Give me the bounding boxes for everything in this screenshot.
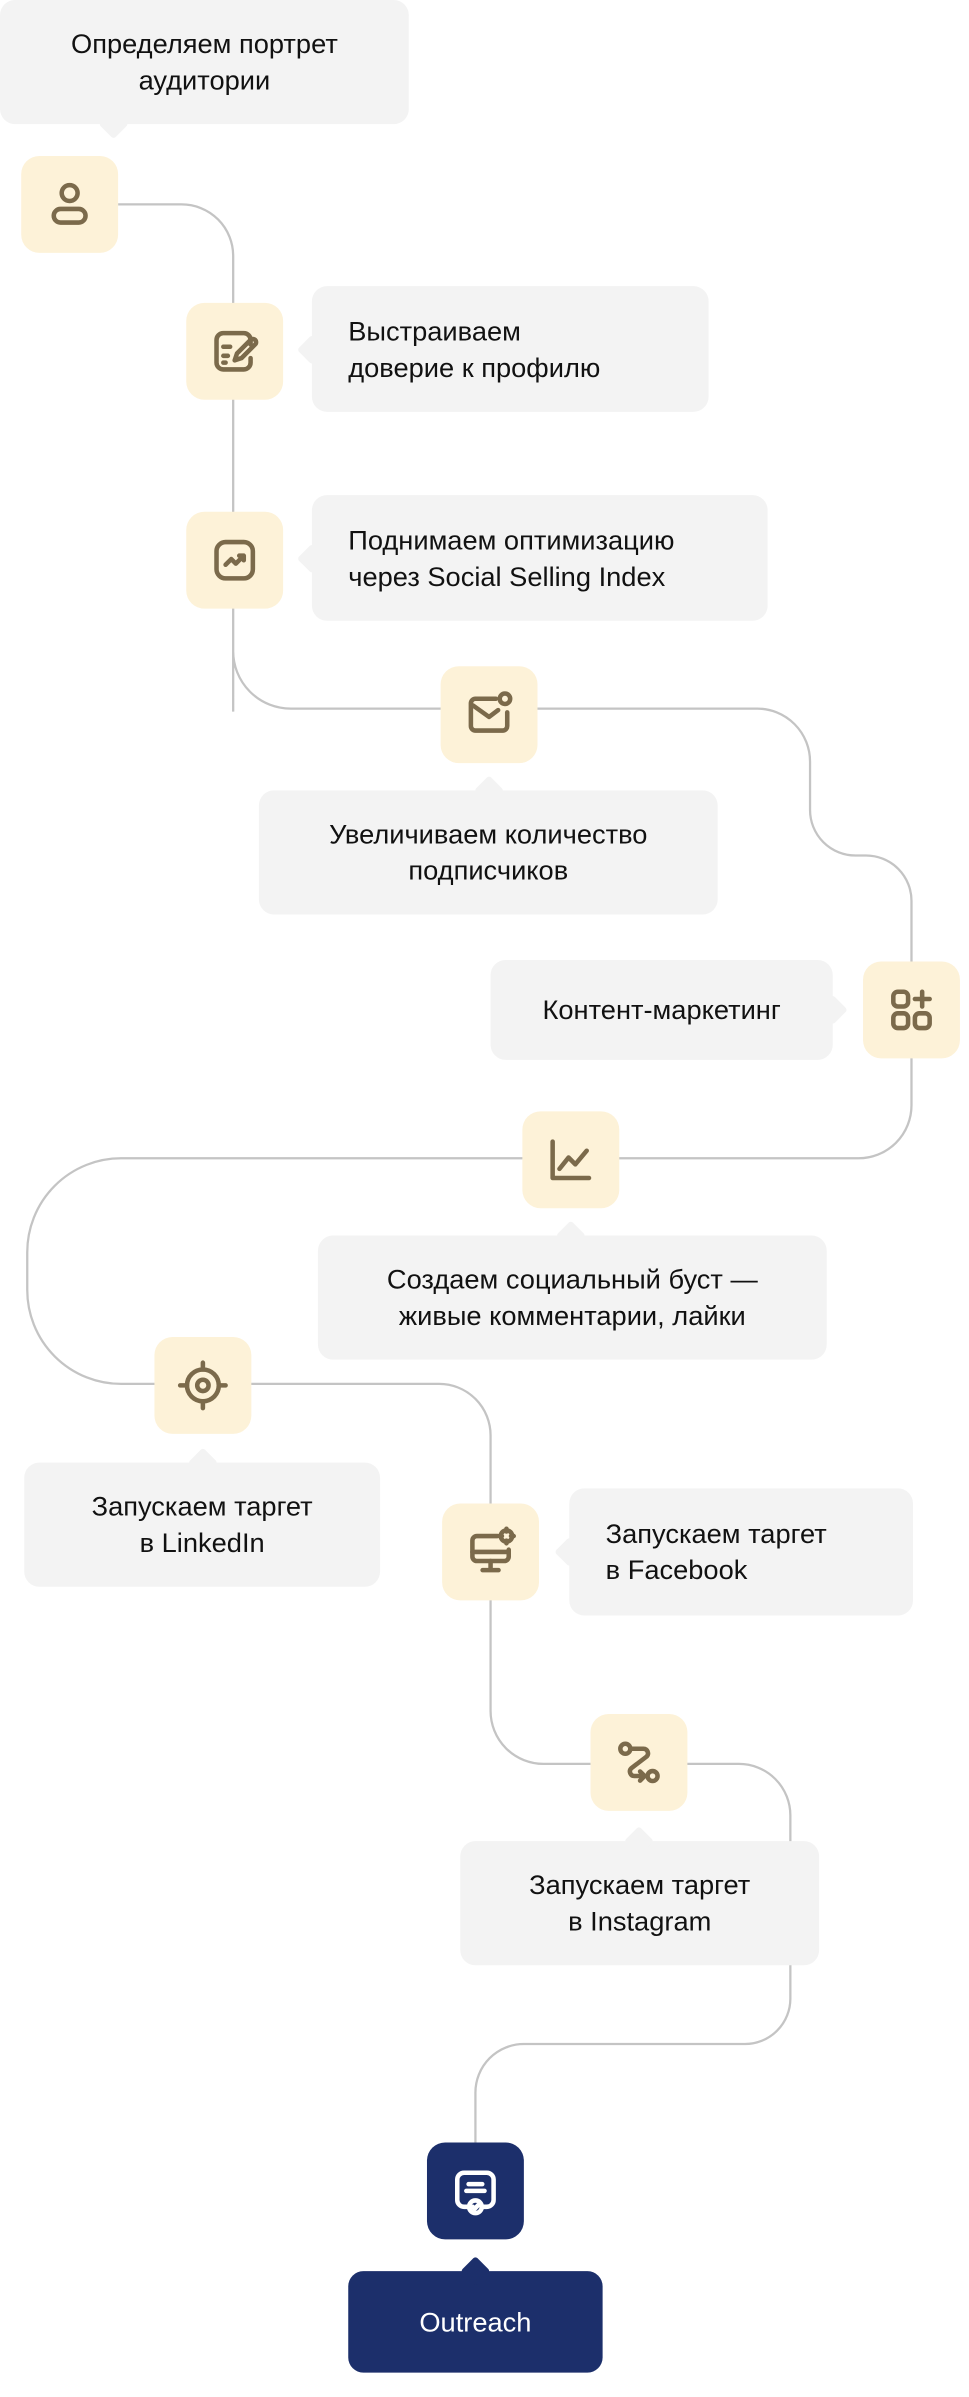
user-icon [21,155,119,253]
step-bubble-audience: Определяем портрет аудитории [0,0,409,140]
step-bubble-followers: Увеличиваем количество подписчиков [258,775,718,915]
step-label: Выстраиваем доверие к профилю [348,315,601,383]
step-label: Определяем портрет аудитории [70,28,338,96]
step-bubble-ssi: Поднимаем оптимизацию через Social Selli… [296,495,768,621]
step-bubble-content: Контент-маркетинг [490,959,848,1060]
step-bubble-facebook: Запускаем таргет в Facebook [554,1488,914,1616]
step-label: Outreach [419,2306,532,2338]
edit-note-icon [186,302,284,400]
step-bubble-social-boost: Создаем социальный буст — живые коммента… [317,1220,827,1360]
route-icon [590,1713,688,1811]
step-bubble-trust: Выстраиваем доверие к профилю [296,286,709,412]
step-label: Создаем социальный буст — живые коммента… [386,1264,758,1331]
trending-up-icon [186,511,284,609]
mail-notification-icon [440,666,538,764]
step-bubble-instagram: Запускаем таргет в Instagram [460,1826,820,1966]
apps-add-icon [863,961,960,1059]
message-verified-icon [426,2142,524,2240]
step-label: Контент-маркетинг [542,994,781,1026]
step-label: Запускаем таргет в LinkedIn [91,1491,313,1559]
step-label: Запускаем таргет в Instagram [529,1869,751,1937]
step-label: Поднимаем оптимизацию через Social Selli… [348,524,675,592]
target-icon [154,1336,252,1434]
line-chart-icon [522,1111,620,1209]
step-bubble-linkedin: Запускаем таргет в LinkedIn [24,1447,381,1587]
step-label: Запускаем таргет в Facebook [605,1518,827,1586]
step-label: Увеличиваем количество подписчиков [329,819,648,886]
outreach-bubble: Outreach [348,2256,603,2373]
monitor-target-icon [442,1503,540,1601]
